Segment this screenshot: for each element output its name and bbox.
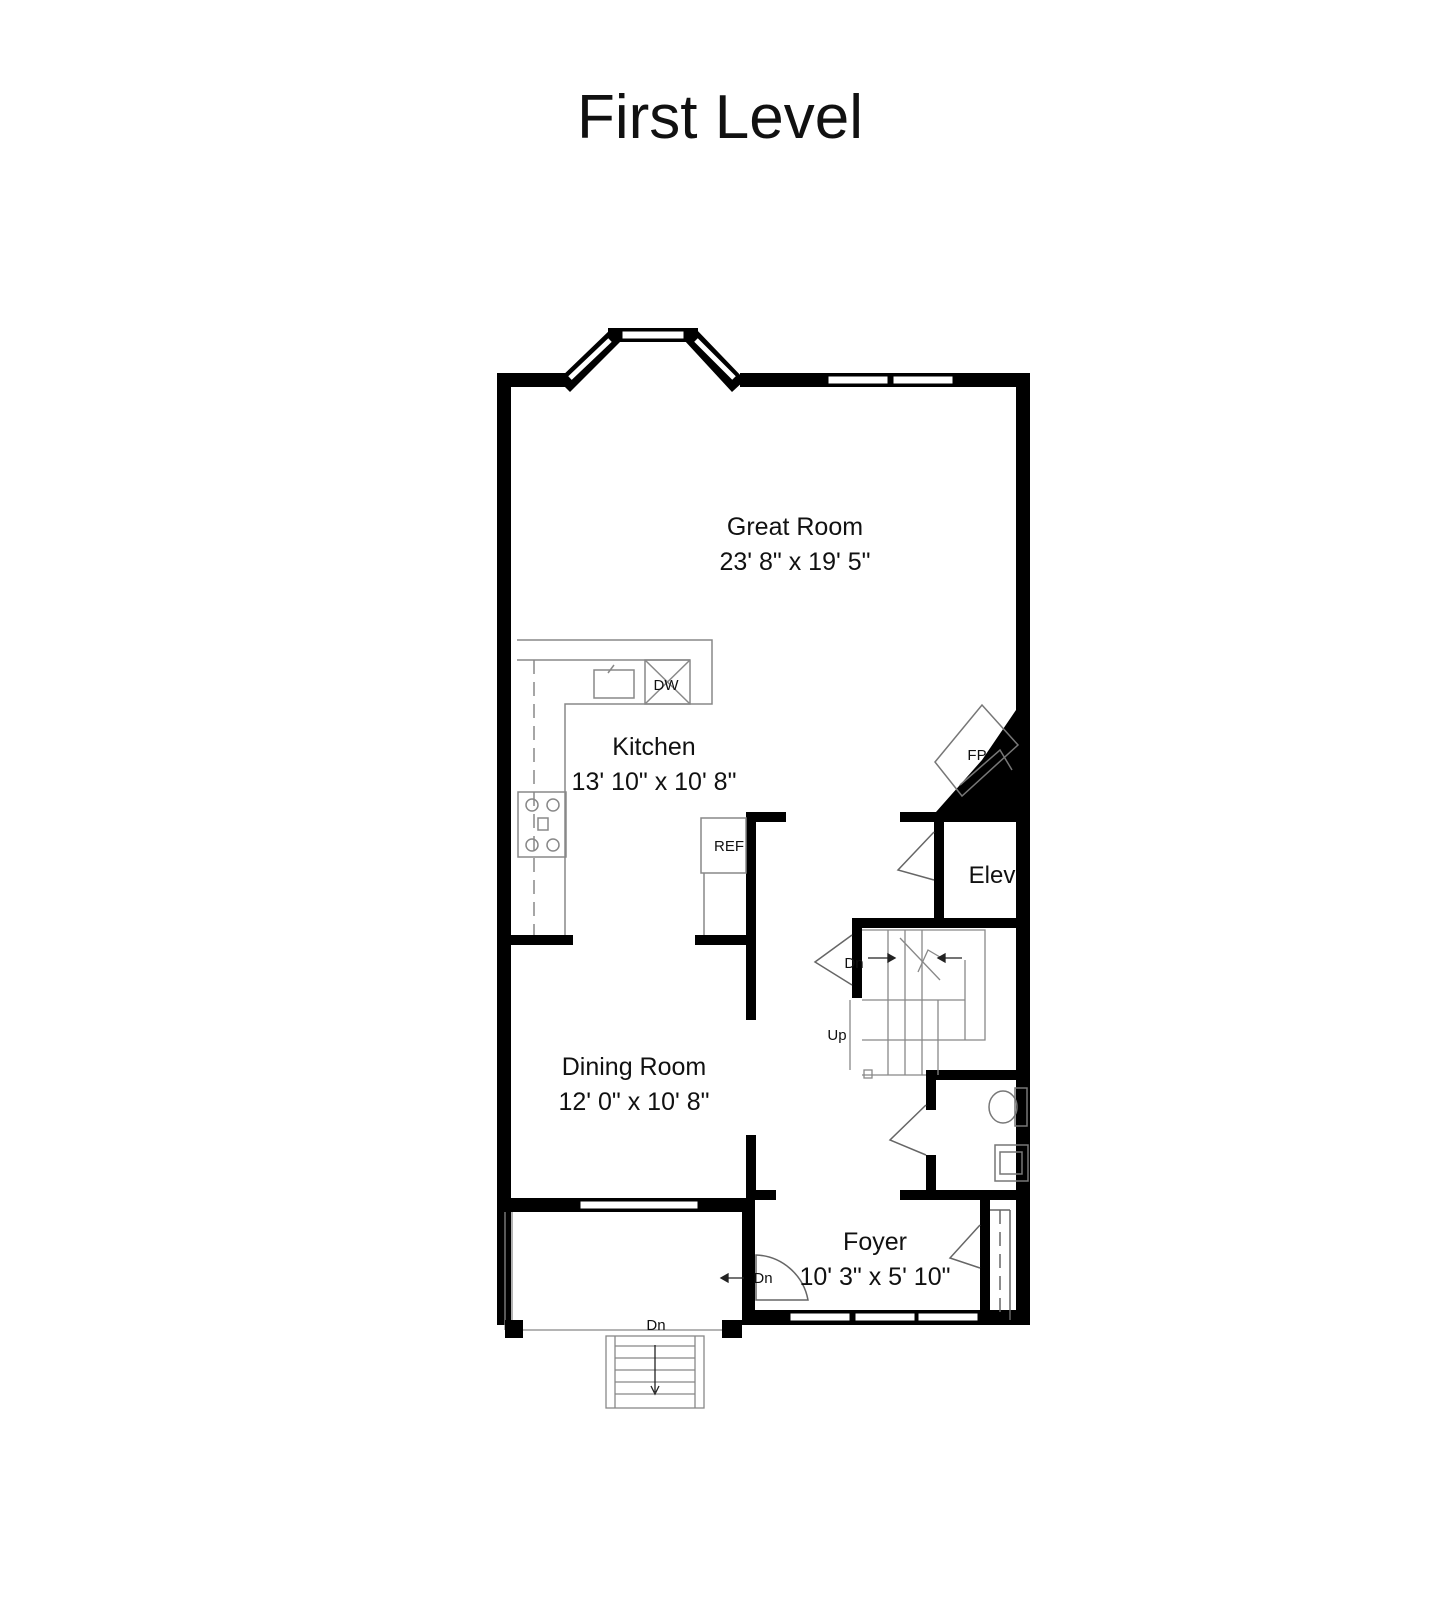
- arrows: [719, 952, 962, 1284]
- dining-room-dims: 12' 0" x 10' 8": [558, 1088, 709, 1116]
- stairs: [849, 929, 986, 1079]
- windows: [579, 375, 979, 1322]
- doors: [755, 831, 1011, 1320]
- porch: [504, 1212, 742, 1409]
- foyer-name: Foyer: [843, 1228, 907, 1256]
- fireplace: [934, 703, 1020, 798]
- plan-title: First Level: [577, 83, 863, 152]
- stairs-up-label: Up: [827, 1027, 846, 1044]
- bath-fixtures: [988, 1087, 1029, 1182]
- kitchen-dims: 13' 10" x 10' 8": [572, 768, 737, 796]
- kitchen-name: Kitchen: [612, 733, 695, 761]
- great-room-dims: 23' 8" x 19' 5": [719, 548, 870, 576]
- foyer-dims: 10' 3" x 5' 10": [799, 1263, 950, 1291]
- kitchen-counters: [517, 639, 747, 935]
- bay-window: [558, 328, 745, 392]
- stairs-down-label: Dn: [844, 955, 863, 972]
- dining-room-name: Dining Room: [562, 1053, 707, 1081]
- dishwasher-label: DW: [654, 677, 680, 694]
- elevator-label: Elev: [969, 862, 1016, 889]
- porch-post-left: [505, 1320, 523, 1338]
- foyer-door-dn-label: Dn: [753, 1270, 772, 1287]
- great-room-name: Great Room: [727, 513, 863, 541]
- interior-walls: [511, 710, 1028, 1320]
- fireplace-label: FP: [967, 747, 986, 764]
- porch-post-right: [722, 1320, 742, 1338]
- refrigerator-label: REF: [714, 838, 744, 855]
- porch-dn-label: Dn: [646, 1317, 665, 1334]
